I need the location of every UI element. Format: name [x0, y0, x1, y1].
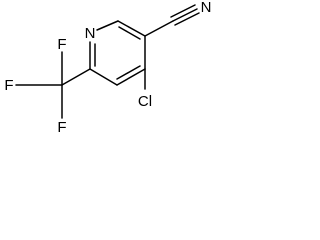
chemical-structure-diagram: N N Cl F F F: [4, 0, 212, 136]
fluorine-bottom-label: F: [57, 119, 66, 136]
bond-n1-c2: [96, 20, 119, 31]
bond-c5-c6: [89, 68, 118, 86]
bond-c2-c3-inner: [118, 26, 141, 40]
triple-bond-line-2: [170, 4, 196, 18]
ring-nitrogen-label: N: [85, 25, 96, 42]
nitrile-group: [144, 4, 200, 37]
trifluoromethyl-group: [15, 51, 91, 119]
chlorine-label: Cl: [138, 93, 152, 110]
triple-bond-line-1: [172, 8, 198, 22]
bond-c2-c3: [117, 20, 146, 37]
bond-c3-cn: [144, 20, 174, 37]
bond-c4-c5: [116, 68, 146, 86]
pyridine-ring: [89, 20, 146, 86]
nitrile-nitrogen-label: N: [201, 0, 212, 16]
bond-c4-c5-inner: [116, 65, 141, 80]
bond-c6-cf3: [61, 68, 91, 86]
triple-bond-line-3: [174, 12, 200, 26]
fluorine-top-label: F: [57, 36, 66, 53]
fluorine-left-label: F: [4, 77, 13, 94]
